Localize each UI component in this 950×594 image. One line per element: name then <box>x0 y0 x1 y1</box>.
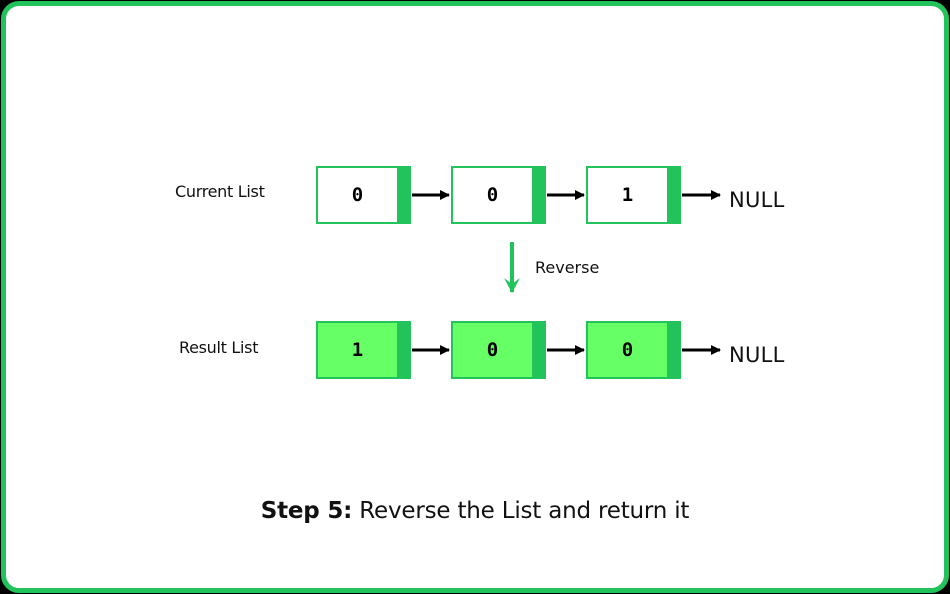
reverse-arrow <box>504 242 520 293</box>
step-caption: Step 5: Reverse the List and return it <box>6 498 944 524</box>
step-description: Reverse the List and return it <box>352 498 690 524</box>
result-node-1-pointer <box>397 323 409 377</box>
arrows-layer <box>412 190 721 355</box>
result-node-2: 0 <box>451 321 546 379</box>
reverse-arrow-head <box>504 278 520 293</box>
current-node-2-value: 0 <box>486 184 499 206</box>
current-node-1-pointer <box>397 168 409 222</box>
current-node-2-pointer <box>532 168 544 222</box>
result-node-3-value: 0 <box>621 339 634 361</box>
current-node-2: 0 <box>451 166 546 224</box>
result-node-3-pointer <box>667 323 679 377</box>
result-null-label: NULL <box>729 343 785 367</box>
result-node-1-value: 1 <box>351 339 364 361</box>
current-node-1: 0 <box>316 166 411 224</box>
current-node-3-value: 1 <box>621 184 634 206</box>
step-number: Step 5: <box>260 498 353 524</box>
current-node-3: 1 <box>586 166 681 224</box>
result-node-2-value: 0 <box>486 339 499 361</box>
reverse-label: Reverse <box>535 258 600 277</box>
result-list-label: Result List <box>179 338 259 357</box>
current-node-1-value: 0 <box>351 184 364 206</box>
result-node-3: 0 <box>586 321 681 379</box>
current-node-3-pointer <box>667 168 679 222</box>
current-list-label: Current List <box>175 182 265 201</box>
current-null-label: NULL <box>729 188 785 212</box>
result-node-1: 1 <box>316 321 411 379</box>
result-node-2-pointer <box>532 323 544 377</box>
